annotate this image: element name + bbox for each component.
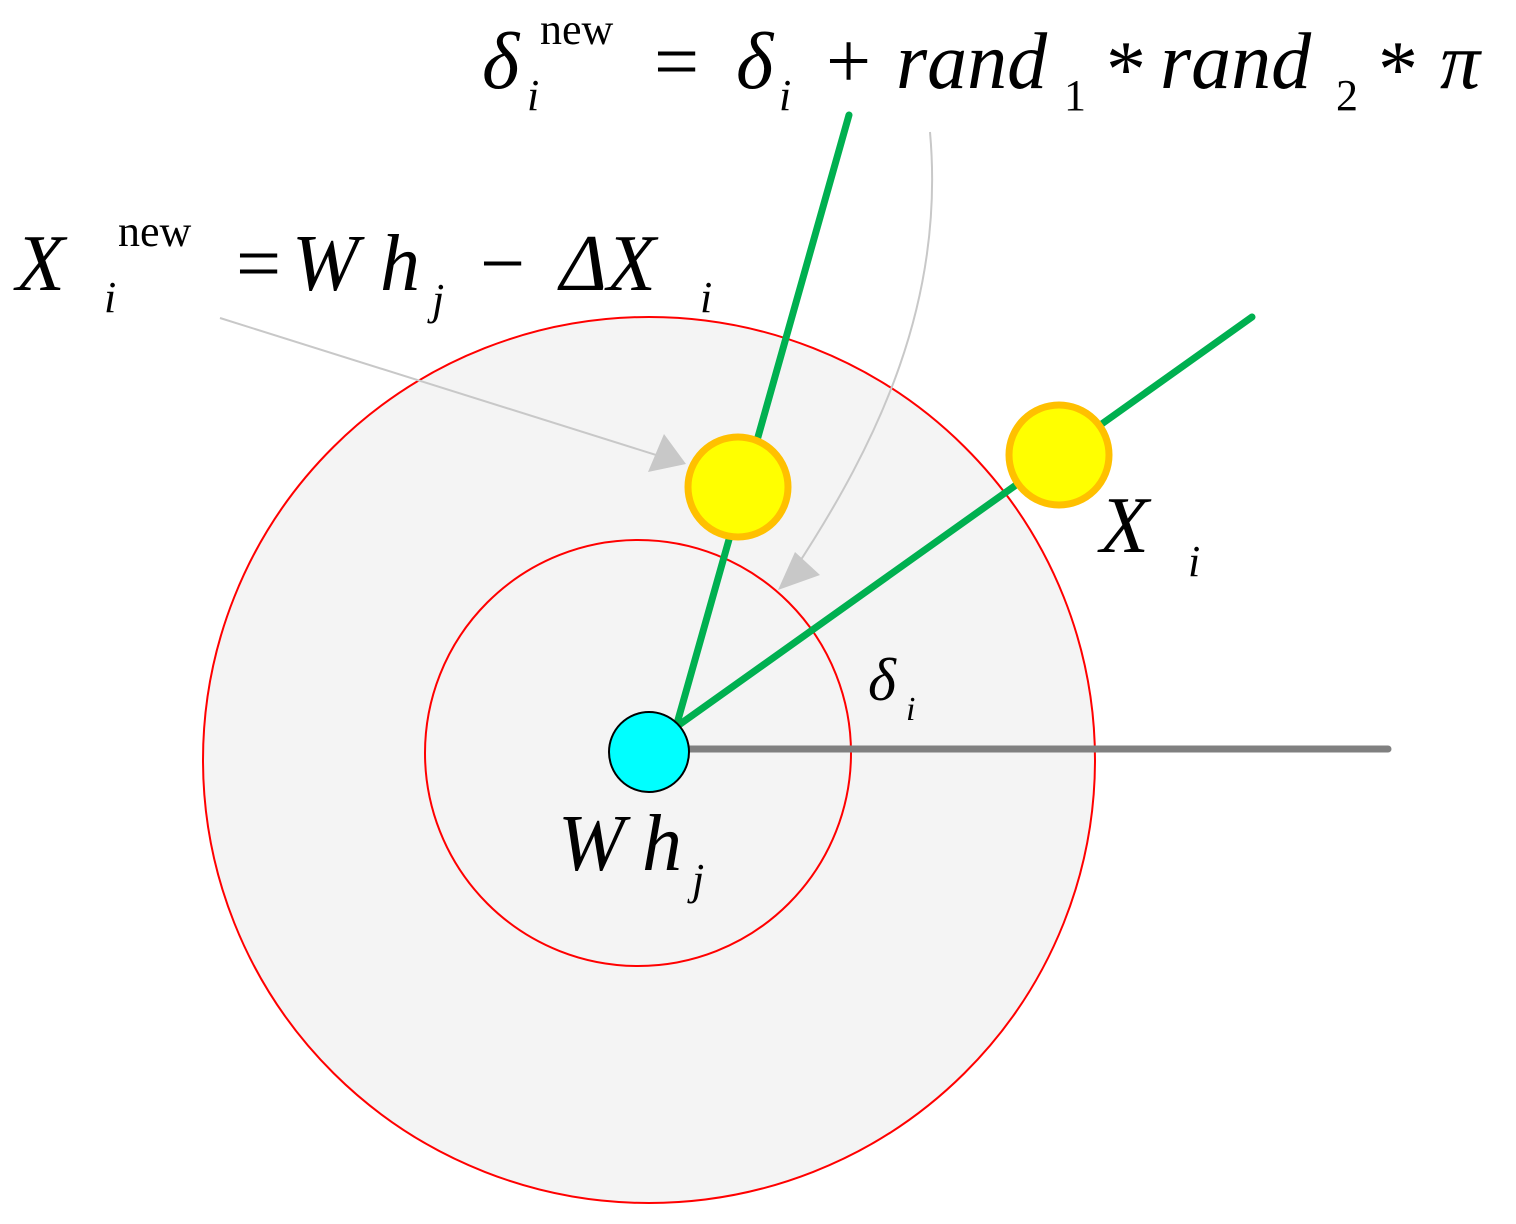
- new-angle-ray: [672, 111, 853, 731]
- superscript-new: new: [540, 5, 614, 54]
- subscript-j: j: [427, 275, 444, 324]
- position-update-arrow: [219, 317, 673, 461]
- subscript-i-rhs: i: [700, 273, 712, 322]
- delta-x-symbol: ΔX: [557, 220, 659, 308]
- new-position-node: [684, 433, 792, 541]
- inner-circle: [424, 539, 852, 967]
- whj-w: W: [558, 800, 631, 888]
- times-sign-2: *: [1378, 26, 1418, 114]
- delta-update-arrowhead: [778, 552, 820, 590]
- whj-subscript: j: [687, 855, 704, 904]
- times-sign-1: *: [1106, 26, 1146, 114]
- delta-symbol-rhs: δ: [736, 18, 775, 106]
- current-position-node: [1005, 401, 1113, 509]
- delta-i-label: δ i: [868, 647, 915, 728]
- w-symbol: W: [292, 220, 365, 308]
- subscript-i-rhs: i: [779, 71, 791, 120]
- subscript-1: 1: [1064, 71, 1086, 120]
- whj-label: W h j: [558, 800, 704, 904]
- xi-subscript: i: [1188, 537, 1200, 586]
- plus-sign: +: [826, 18, 871, 106]
- equals-sign: =: [236, 220, 281, 308]
- position-update-equation: X new i = W h j − ΔX i: [13, 207, 712, 324]
- xi-x: X: [1097, 482, 1152, 570]
- whj-h: h: [642, 800, 682, 888]
- subscript-i: i: [527, 71, 539, 120]
- center-node: [608, 711, 690, 793]
- delta-update-equation: δ new i = δ i + rand 1 * rand 2 * π: [482, 5, 1482, 120]
- delta-i-symbol: δ: [868, 647, 897, 713]
- minus-sign: −: [480, 220, 525, 308]
- pi-symbol: π: [1440, 18, 1482, 106]
- xi-label: X i: [1097, 482, 1200, 586]
- x-symbol: X: [13, 220, 68, 308]
- superscript-new: new: [118, 207, 192, 256]
- h-symbol: h: [380, 220, 420, 308]
- delta-i-subscript: i: [906, 691, 915, 728]
- current-angle-ray: [672, 313, 1256, 731]
- subscript-i: i: [104, 273, 116, 322]
- delta-update-arrow: [792, 131, 934, 573]
- rand1-text: rand: [896, 18, 1048, 106]
- subscript-2: 2: [1336, 71, 1358, 120]
- rand2-text: rand: [1160, 18, 1312, 106]
- position-update-arrowhead: [648, 434, 686, 472]
- equals-sign: =: [654, 18, 699, 106]
- delta-symbol: δ: [482, 18, 521, 106]
